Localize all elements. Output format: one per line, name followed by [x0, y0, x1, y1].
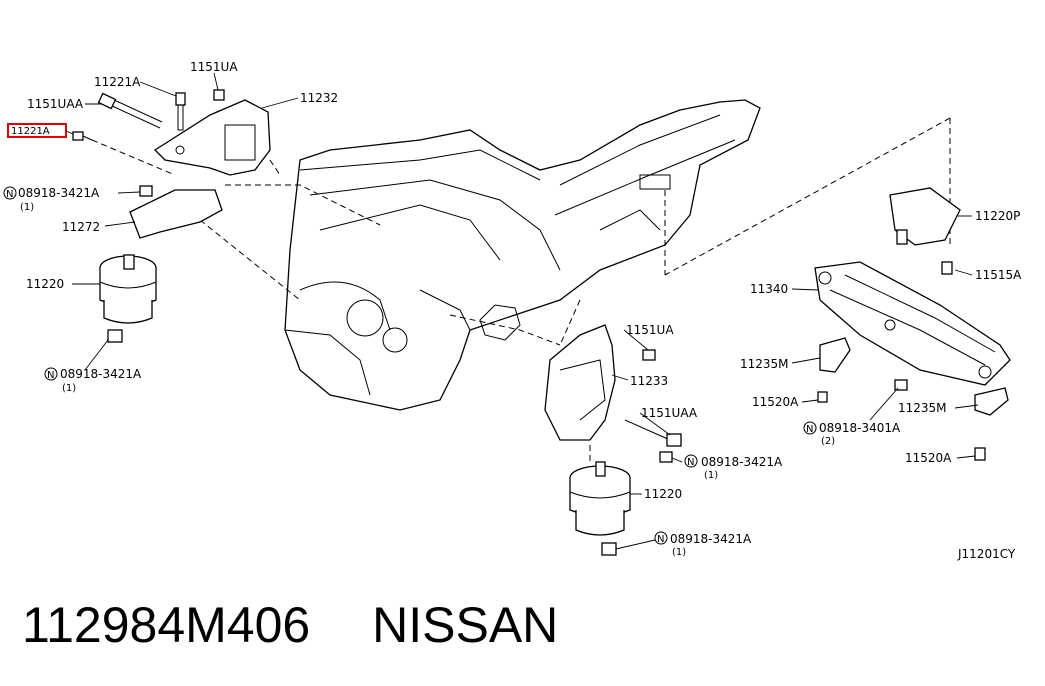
callout-11340: 11340 [750, 282, 788, 296]
svg-text:N: N [6, 189, 13, 200]
callout-1151UA-center: 1151UA [626, 323, 674, 337]
svg-text:(2): (2) [821, 436, 835, 447]
svg-text:08918-3421A: 08918-3421A [670, 532, 752, 546]
callout-11220-left: 11220 [26, 277, 64, 291]
left-mount-assembly [72, 89, 271, 343]
svg-text:N: N [806, 424, 813, 435]
center-mount-assembly [544, 324, 682, 556]
highlight-box [7, 123, 67, 138]
callout-11233: 11233 [630, 374, 668, 388]
svg-text:08918-3421A: 08918-3421A [701, 455, 783, 469]
part-caption: 112984M406 NISSAN [22, 596, 558, 666]
svg-text:(1): (1) [20, 202, 34, 213]
callout-11220-center: 11220 [644, 487, 682, 501]
callout-nut-left-top: N 08918-3421A (1) [3, 186, 100, 213]
callout-1151UAA-center: 1151UAA [641, 406, 698, 420]
callout-11235M-left: 11235M [740, 357, 789, 371]
svg-text:(1): (1) [62, 383, 76, 394]
rear-crossmember-assembly [814, 187, 1011, 461]
callout-11520A-left: 11520A [752, 395, 799, 409]
svg-text:(1): (1) [704, 470, 718, 481]
diagram-reference-code: J11201CY [957, 547, 1016, 561]
svg-text:(1): (1) [672, 547, 686, 558]
callout-nut-left-bottom: N 08918-3421A (1) [44, 367, 142, 394]
engine-transmission-illustration [284, 99, 761, 411]
callout-1151UA-top: 1151UA [190, 60, 238, 74]
callout-11221A-top: 11221A [94, 75, 141, 89]
assembly-guide-lines [91, 117, 951, 465]
svg-text:08918-3421A: 08918-3421A [18, 186, 100, 200]
leader-lines [72, 72, 979, 550]
callout-11235M-right: 11235M [898, 401, 947, 415]
svg-text:N: N [687, 457, 694, 468]
callout-11515A: 11515A [975, 268, 1022, 282]
callout-11232: 11232 [300, 91, 338, 105]
part-number: 112984M406 [22, 597, 311, 653]
callout-nut-right: N 08918-3401A (2) [803, 421, 901, 447]
callout-nut-center-bottom: N 08918-3421A (1) [654, 531, 752, 558]
callout-11220P: 11220P [975, 209, 1020, 223]
svg-text:N: N [657, 534, 664, 545]
brand-name: NISSAN [372, 597, 559, 653]
callout-1151UAA-left: 1151UAA [27, 97, 84, 111]
callout-11272: 11272 [62, 220, 100, 234]
callout-11221A-highlighted: 11221A [11, 126, 50, 137]
svg-text:N: N [47, 370, 54, 381]
engine-mount-diagram: 11221A 1151UA 1151UAA 11232 11221A N 089… [3, 60, 1022, 561]
callout-nut-center: N 08918-3421A (1) [684, 454, 783, 481]
svg-text:08918-3401A: 08918-3401A [819, 421, 901, 435]
svg-text:08918-3421A: 08918-3421A [60, 367, 142, 381]
callout-11520A-right: 11520A [905, 451, 952, 465]
